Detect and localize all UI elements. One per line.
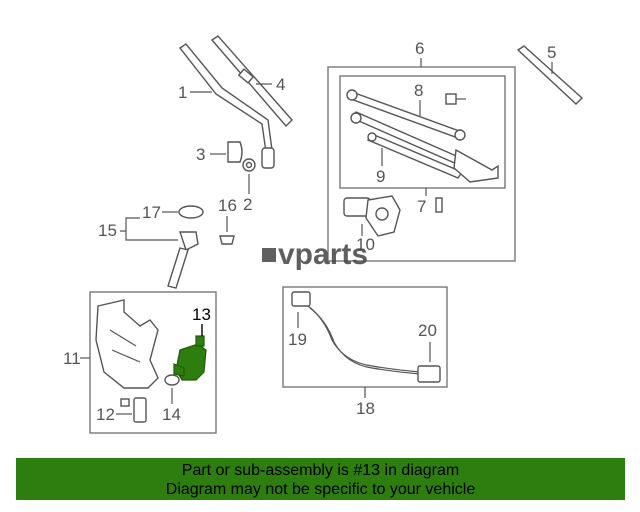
- banner-line-1: Part or sub-assembly is #13 in diagram: [181, 462, 460, 479]
- bolt-part-8[interactable]: [445, 93, 466, 105]
- connector-part-20[interactable]: [417, 365, 441, 383]
- wiper-blade-part-4[interactable]: [210, 35, 293, 128]
- callout-3: 3: [196, 145, 205, 164]
- bolt-part-12[interactable]: [120, 397, 147, 423]
- clip-part-16[interactable]: [219, 235, 235, 245]
- callout-15: 15: [98, 221, 117, 240]
- vparts-logo: vparts: [262, 238, 368, 271]
- connector-part-19[interactable]: [291, 291, 311, 307]
- nozzle-part-17[interactable]: [178, 205, 204, 219]
- callout-9: 9: [376, 167, 385, 186]
- cowl-strip-part-5[interactable]: [516, 45, 584, 105]
- wiper-arm-part-1[interactable]: [178, 43, 275, 169]
- callout-11: 11: [63, 349, 81, 368]
- callout-19: 19: [288, 330, 307, 349]
- nozzle-hose-part-15[interactable]: [167, 231, 199, 289]
- callout-4: 4: [276, 75, 285, 94]
- callout-20: 20: [418, 321, 437, 340]
- leader-15: [120, 217, 178, 241]
- banner-line-2: Diagram may not be specific to your vehi…: [165, 481, 476, 498]
- washer-hose-part-18[interactable]: [307, 305, 421, 375]
- grommet-part-14[interactable]: [164, 374, 180, 386]
- callout-14: 14: [162, 405, 181, 424]
- watermark-text: vparts: [278, 238, 368, 271]
- linkage-part-9[interactable]: [350, 111, 499, 183]
- nut-part-2[interactable]: [242, 158, 256, 172]
- callout-1: 1: [178, 83, 187, 102]
- washer-pump-part-13[interactable]: [173, 335, 207, 381]
- callout-7: 7: [417, 197, 426, 216]
- callout-8: 8: [414, 81, 423, 100]
- callout-18: 18: [356, 399, 375, 418]
- cap-part-3[interactable]: [227, 141, 243, 163]
- callout-6: 6: [415, 39, 424, 58]
- washer-reservoir-part-11[interactable]: [95, 299, 159, 389]
- bolt-part-7[interactable]: [435, 197, 443, 213]
- callout-5: 5: [547, 43, 556, 62]
- wiper-motor-part-10[interactable]: [343, 195, 401, 237]
- callout-10: 10: [356, 235, 375, 254]
- callout-16: 16: [218, 196, 237, 215]
- callout-13: 13: [192, 305, 211, 324]
- callout-2: 2: [243, 195, 252, 214]
- callout-17: 17: [142, 203, 161, 222]
- linkage-part-8[interactable]: [346, 89, 466, 141]
- info-banner: Part or sub-assembly is #13 in diagram D…: [16, 458, 625, 500]
- callout-12: 12: [96, 405, 115, 424]
